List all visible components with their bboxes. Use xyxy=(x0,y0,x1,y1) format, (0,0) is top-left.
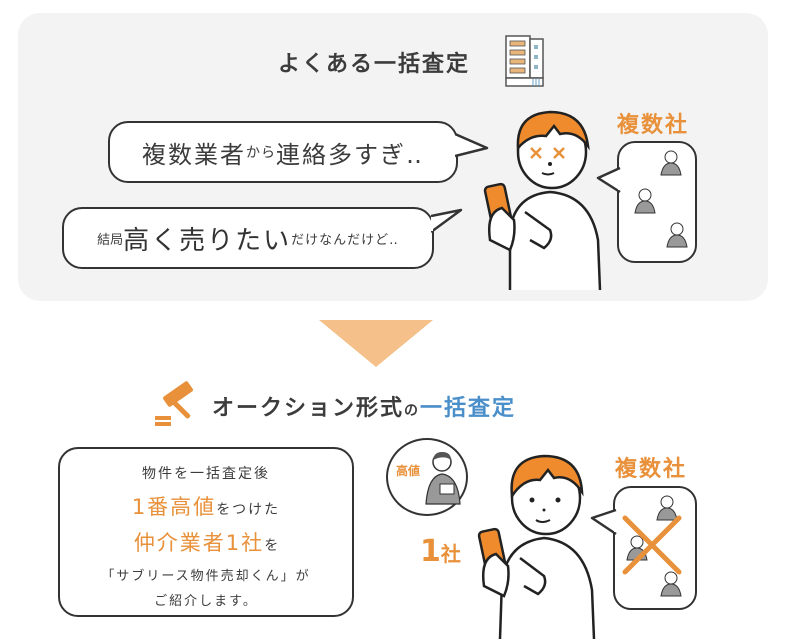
high-price-label: 高値 xyxy=(396,464,421,478)
bubble2-tail-icon xyxy=(431,208,463,234)
bubble1-text-c: 連絡多すぎ‥ xyxy=(275,140,425,169)
one-company-unit: 社 xyxy=(440,542,461,566)
bubble2-text-a: 結局 xyxy=(97,232,124,248)
highest-price-text: 1番高値 xyxy=(131,495,217,519)
one-company-number: 1 xyxy=(420,534,441,569)
cross-mark-icon xyxy=(622,515,682,575)
info-line-2-rest: をつけた xyxy=(216,502,281,518)
building-icon xyxy=(505,35,545,87)
speech-bubble-too-many-contacts: 複数業者 から 連絡多すぎ‥ xyxy=(108,121,458,183)
title-auction-format: オークション形式 xyxy=(212,396,405,421)
multiple-agents-bubble-rejected xyxy=(613,486,697,610)
multiple-agents-bubble-top xyxy=(617,141,697,263)
bubble1-text-a: 複数業者 xyxy=(141,140,246,169)
bubble1-tail-icon xyxy=(455,132,489,158)
speech-bubble-want-high-price: 結局 高く売りたい だけなんだけど‥ xyxy=(62,207,434,269)
title-bulk-appraisal: 一括査定 xyxy=(420,396,517,421)
info-line-1: 物件を一括査定後 xyxy=(142,466,270,482)
confused-person-illustration xyxy=(480,100,610,290)
one-agent-text: 仲介業者1社 xyxy=(133,531,265,555)
rejected-bubble-tail-icon xyxy=(590,508,618,536)
info-line-3: 仲介業者1社を xyxy=(60,527,352,557)
auction-appraisal-title: オークション形式の一括査定 xyxy=(212,390,516,422)
common-appraisal-title: よくある一括査定 xyxy=(278,52,471,77)
happy-person-illustration xyxy=(470,440,610,639)
one-company-label: 1社 xyxy=(420,534,461,569)
gavel-icon xyxy=(155,378,205,426)
multiple-companies-label-top: 複数社 xyxy=(617,113,690,138)
bubble1-text-b: から xyxy=(245,145,276,161)
high-price-agent-bubble: 高値 xyxy=(386,438,468,516)
info-line-3-rest: を xyxy=(264,538,279,554)
service-description-box: 物件を一括査定後 1番高値をつけた 仲介業者1社を 「サブリース物件売却くん」が… xyxy=(58,447,354,617)
down-arrow-icon xyxy=(319,320,433,367)
info-line-2: 1番高値をつけた xyxy=(60,491,352,521)
bubble2-text-b: 高く売りたい xyxy=(123,225,292,256)
multiple-companies-label-bottom: 複数社 xyxy=(615,457,688,482)
info-line-5: ご紹介します。 xyxy=(154,594,258,609)
info-line-4: 「サブリース物件売却くん」が xyxy=(101,569,311,584)
agents-bubble-tail-icon xyxy=(596,166,622,194)
agent-icon xyxy=(634,150,688,248)
title-particle: の xyxy=(404,403,421,419)
bubble2-text-c: だけなんだけど‥ xyxy=(291,232,399,248)
